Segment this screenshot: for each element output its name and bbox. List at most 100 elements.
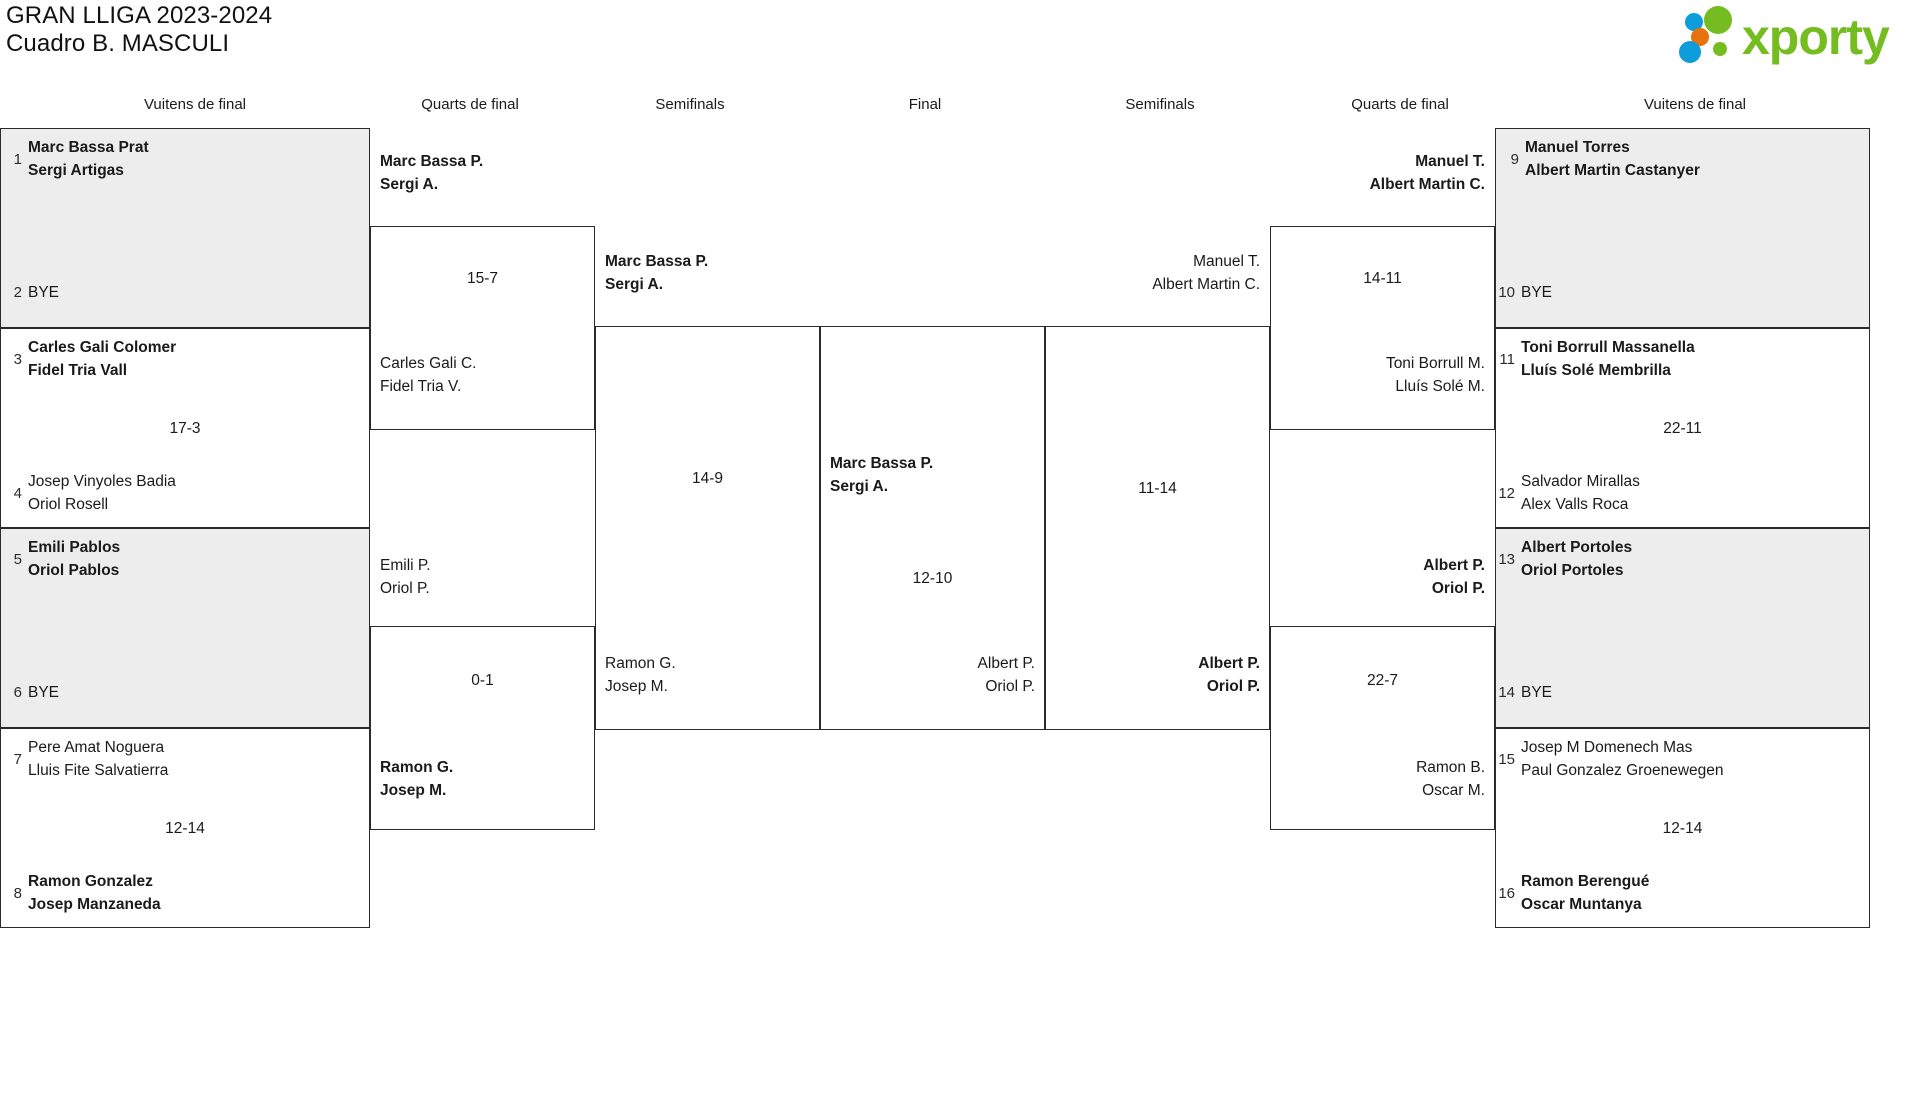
player-names: BYE (1521, 684, 1553, 701)
round-label-r16-right: Vuitens de final (1643, 96, 1746, 113)
player-names: Emili P. Oriol P. (380, 557, 431, 597)
entry-seed-3[interactable]: 3 Carles Gali Colomer Fidel Tria Vall (4, 336, 177, 382)
title-line-2: Cuadro B. MASCULI (6, 30, 230, 57)
match-box-sf-left-1[interactable] (595, 326, 820, 730)
seed-number: 3 (13, 350, 22, 368)
score-r16-right-2: 22-11 (1663, 420, 1702, 437)
match-box-r16-left-4[interactable] (0, 728, 370, 928)
player-names: Marc Bassa Prat Sergi Artigas (28, 139, 149, 179)
player-names: BYE (28, 684, 60, 701)
player-names: Ramon G. Josep M. (380, 759, 454, 799)
match-box-r16-right-4[interactable] (1495, 728, 1870, 928)
entry-qf-right-2-top[interactable]: Albert P. Oriol P. (1270, 554, 1485, 600)
entry-seed-1[interactable]: 1 Marc Bassa Prat Sergi Artigas (4, 136, 149, 182)
entry-qf-left-2-top[interactable]: Emili P. Oriol P. (380, 554, 431, 600)
entry-seed-12[interactable]: 12 Salvador Mirallas Alex Valls Roca (1497, 470, 1640, 516)
score-qf-right-2: 22-7 (1366, 672, 1399, 689)
score-qf-right-1: 14-11 (1363, 270, 1402, 287)
title-line-1: GRAN LLIGA 2023-2024 (6, 2, 273, 29)
seed-number: 2 (13, 284, 22, 301)
seed-number: 12 (1498, 484, 1515, 502)
match-box-r16-right-1[interactable] (1495, 128, 1870, 328)
match-box-qf-left-1[interactable] (370, 226, 595, 430)
score-sf-right: 11-14 (1138, 480, 1177, 497)
entry-qf-left-1-bottom[interactable]: Carles Gali C. Fidel Tria V. (380, 352, 476, 398)
match-box-r16-left-1[interactable] (0, 128, 370, 328)
page-title: GRAN LLIGA 2023-2024 Cuadro B. MASCULI (6, 2, 272, 58)
player-names: Emili Pablos Oriol Pablos (28, 539, 121, 579)
seed-number: 9 (1510, 150, 1519, 168)
player-names: Manuel T. Albert Martin C. (1152, 253, 1260, 293)
match-box-qf-right-1[interactable] (1270, 226, 1495, 430)
entry-qf-right-1-bottom[interactable]: Toni Borrull M. Lluís Solé M. (1270, 352, 1485, 398)
score-sf-left: 14-9 (691, 470, 724, 487)
player-names: Pere Amat Noguera Lluis Fite Salvatierra (28, 739, 169, 779)
entry-seed-4[interactable]: 4 Josep Vinyoles Badia Oriol Rosell (4, 470, 176, 516)
match-box-sf-right-1[interactable] (1045, 326, 1270, 730)
entry-sf-right-top[interactable]: Manuel T. Albert Martin C. (1045, 250, 1260, 296)
match-box-r16-left-3[interactable] (0, 528, 370, 728)
entry-seed-16[interactable]: 16 Ramon Berengué Oscar Muntanya (1497, 870, 1649, 916)
match-box-qf-left-2[interactable] (370, 626, 595, 830)
score-qf-left-1: 15-7 (466, 270, 499, 287)
player-names: Ramon B. Oscar M. (1416, 759, 1485, 799)
round-label-qf-left: Quarts de final (421, 96, 519, 113)
seed-number: 5 (13, 550, 22, 568)
entry-seed-9[interactable]: 9 Manuel Torres Albert Martin Castanyer (1501, 136, 1700, 182)
seed-number: 15 (1498, 750, 1515, 768)
entry-sf-left-bottom[interactable]: Ramon G. Josep M. (605, 652, 676, 698)
entry-sf-left-top[interactable]: Marc Bassa P. Sergi A. (605, 250, 708, 296)
seed-number: 1 (13, 150, 22, 168)
entry-qf-left-2-bottom[interactable]: Ramon G. Josep M. (380, 756, 453, 802)
round-label-sf-right: Semifinals (1125, 96, 1195, 113)
player-names: Josep M Domenech Mas Paul Gonzalez Groen… (1521, 739, 1724, 779)
player-names: Ramon Gonzalez Josep Manzaneda (28, 873, 161, 913)
entry-seed-2[interactable]: 2 BYE (4, 281, 59, 304)
entry-seed-10[interactable]: 10 BYE (1497, 281, 1552, 304)
entry-seed-6[interactable]: 6 BYE (4, 681, 59, 704)
round-label-sf-left: Semifinals (655, 96, 725, 113)
match-box-final[interactable] (820, 326, 1045, 730)
entry-qf-left-1-top[interactable]: Marc Bassa P. Sergi A. (380, 150, 483, 196)
entry-final-right[interactable]: Albert P. Oriol P. (820, 652, 1035, 698)
score-r16-left-4: 12-14 (165, 820, 205, 837)
seed-number: 10 (1498, 284, 1515, 301)
seed-number: 7 (13, 750, 22, 768)
xporty-logo: xporty (1672, 4, 1912, 66)
match-box-r16-right-3[interactable] (1495, 528, 1870, 728)
player-names: Albert P. Oriol P. (1423, 557, 1485, 597)
entry-seed-7[interactable]: 7 Pere Amat Noguera Lluis Fite Salvatier… (4, 736, 169, 782)
match-box-r16-right-2[interactable] (1495, 328, 1870, 528)
player-names: BYE (1521, 284, 1553, 301)
entry-seed-5[interactable]: 5 Emili Pablos Oriol Pablos (4, 536, 121, 582)
entry-seed-13[interactable]: 13 Albert Portoles Oriol Portoles (1497, 536, 1632, 582)
score-r16-left-2: 17-3 (169, 420, 201, 437)
match-box-r16-left-2[interactable] (0, 328, 370, 528)
player-names: Ramon G. Josep M. (605, 655, 676, 695)
entry-qf-right-1-top[interactable]: Manuel T. Albert Martin C. (1270, 150, 1485, 196)
player-names: Carles Gali Colomer Fidel Tria Vall (28, 339, 177, 379)
score-qf-left-2: 0-1 (471, 672, 494, 689)
entry-sf-right-bottom[interactable]: Albert P. Oriol P. (1045, 652, 1260, 698)
player-names: Carles Gali C. Fidel Tria V. (380, 355, 477, 395)
player-names: Josep Vinyoles Badia Oriol Rosell (28, 473, 176, 513)
entry-seed-15[interactable]: 15 Josep M Domenech Mas Paul Gonzalez Gr… (1497, 736, 1724, 782)
seed-number: 11 (1499, 350, 1515, 368)
player-names: Marc Bassa P. Sergi A. (830, 455, 934, 495)
entry-qf-right-2-bottom[interactable]: Ramon B. Oscar M. (1270, 756, 1485, 802)
seed-number: 13 (1498, 550, 1515, 568)
entry-seed-8[interactable]: 8 Ramon Gonzalez Josep Manzaneda (4, 870, 161, 916)
entry-seed-11[interactable]: 11 Toni Borrull Massanella Lluís Solé Me… (1497, 336, 1695, 382)
player-names: Toni Borrull Massanella Lluís Solé Membr… (1521, 339, 1695, 379)
player-names: BYE (28, 284, 60, 301)
entry-seed-14[interactable]: 14 BYE (1497, 681, 1552, 704)
seed-number: 14 (1498, 684, 1515, 701)
seed-number: 6 (13, 684, 22, 701)
player-names: Salvador Mirallas Alex Valls Roca (1521, 473, 1640, 513)
seed-number: 16 (1498, 884, 1515, 902)
xporty-logo-icon: xporty (1679, 6, 1891, 65)
match-box-qf-right-2[interactable] (1270, 626, 1495, 830)
player-names: Marc Bassa P. Sergi A. (380, 153, 484, 193)
entry-final-left[interactable]: Marc Bassa P. Sergi A. (830, 452, 933, 498)
score-final: 12-10 (912, 570, 953, 587)
